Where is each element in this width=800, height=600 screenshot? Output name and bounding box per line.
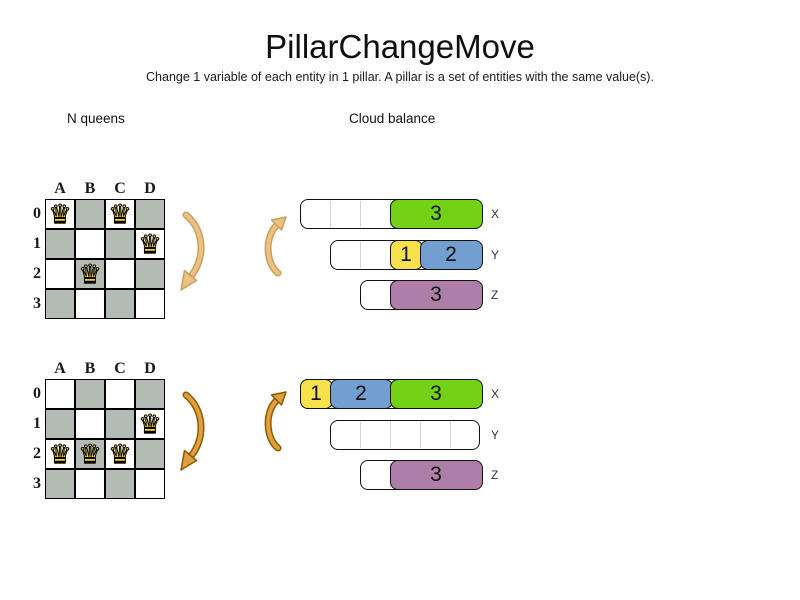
board-cell <box>45 229 75 259</box>
column-label: C <box>114 360 126 377</box>
cell-divider <box>360 422 361 448</box>
bar-label: Z <box>491 468 499 482</box>
process-block: 3 <box>389 378 483 409</box>
board-cell <box>75 289 105 319</box>
column-label: D <box>144 360 156 377</box>
move-arrow-up-icon <box>264 391 287 452</box>
column-label: D <box>144 180 156 197</box>
row-label: 3 <box>33 475 41 492</box>
column-label: A <box>54 360 66 377</box>
board-cell <box>45 259 75 289</box>
process-block: 3 <box>389 198 483 229</box>
computer-bar-z: 3 <box>360 279 483 310</box>
process-block: 1 <box>299 378 333 409</box>
board-cell <box>75 469 105 499</box>
queen-icon: ♛ <box>78 440 102 471</box>
column-label: C <box>114 180 126 197</box>
row-label: 2 <box>33 265 41 282</box>
row-label: 3 <box>33 295 41 312</box>
page-subtitle: Change 1 variable of each entity in 1 pi… <box>146 70 654 84</box>
process-block: 1 <box>389 239 423 270</box>
process-block: 3 <box>389 459 483 490</box>
board-cell <box>105 379 135 409</box>
board-cell <box>105 469 135 499</box>
cell-divider <box>360 201 361 227</box>
board-cell <box>135 379 165 409</box>
cell-divider <box>450 422 451 448</box>
queen-icon: ♛ <box>138 230 162 261</box>
board-cell: ♛ <box>45 199 75 231</box>
board-cell <box>75 229 105 259</box>
board-cell <box>45 469 75 499</box>
queen-icon: ♛ <box>108 200 132 231</box>
move-arrow-down-icon <box>180 211 205 291</box>
computer-bar-y <box>330 420 480 450</box>
row-label: 0 <box>33 385 41 402</box>
board-cell <box>105 289 135 319</box>
board-cell <box>135 439 165 469</box>
bar-label: X <box>491 387 500 401</box>
process-block: 3 <box>389 279 483 310</box>
board-cell <box>135 199 165 229</box>
board-cell: ♛ <box>75 439 105 471</box>
board-cell: ♛ <box>135 409 165 441</box>
column-label: A <box>54 180 66 197</box>
board-cell <box>75 409 105 439</box>
board-cell <box>105 259 135 289</box>
board-cell: ♛ <box>45 439 75 471</box>
queen-icon: ♛ <box>48 200 72 231</box>
row-label: 1 <box>33 235 41 252</box>
board-cell: ♛ <box>135 229 165 261</box>
cell-divider <box>390 422 391 448</box>
process-block: 2 <box>419 239 483 270</box>
board-cell: ♛ <box>105 439 135 471</box>
cell-divider <box>420 422 421 448</box>
bar-label: Z <box>491 288 499 302</box>
row-label: 1 <box>33 415 41 432</box>
computer-bar-z: 3 <box>360 459 483 490</box>
board-cell <box>45 379 75 409</box>
cloud-balance-section-label: Cloud balance <box>349 111 436 126</box>
nqueens-section-label: N queens <box>67 111 125 126</box>
board-cell <box>135 259 165 289</box>
queen-icon: ♛ <box>48 440 72 471</box>
bar-label: Y <box>491 428 500 442</box>
board-cell <box>45 289 75 319</box>
cell-divider <box>360 242 361 268</box>
page-title: PillarChangeMove <box>265 28 535 65</box>
board-cell <box>135 469 165 499</box>
board-cell: ♛ <box>105 199 135 231</box>
queen-icon: ♛ <box>138 410 162 441</box>
column-label: B <box>84 360 96 377</box>
move-arrow-up-icon <box>264 216 287 277</box>
bar-label: X <box>491 207 500 221</box>
row-label: 0 <box>33 205 41 222</box>
board-cell <box>45 409 75 439</box>
board-cell: ♛ <box>75 259 105 291</box>
board-cell <box>75 379 105 409</box>
computer-bar-x: 3 <box>300 198 483 229</box>
queen-icon: ♛ <box>108 440 132 471</box>
column-label: B <box>84 180 96 197</box>
row-label: 2 <box>33 445 41 462</box>
queen-icon: ♛ <box>78 260 102 291</box>
process-block: 2 <box>329 378 393 409</box>
bar-label: Y <box>491 248 500 262</box>
board-cell <box>135 289 165 319</box>
board-cell <box>105 229 135 259</box>
move-arrow-down-icon <box>180 391 205 471</box>
board-cell <box>75 199 105 229</box>
cell-divider <box>330 201 331 227</box>
board-cell <box>105 409 135 439</box>
